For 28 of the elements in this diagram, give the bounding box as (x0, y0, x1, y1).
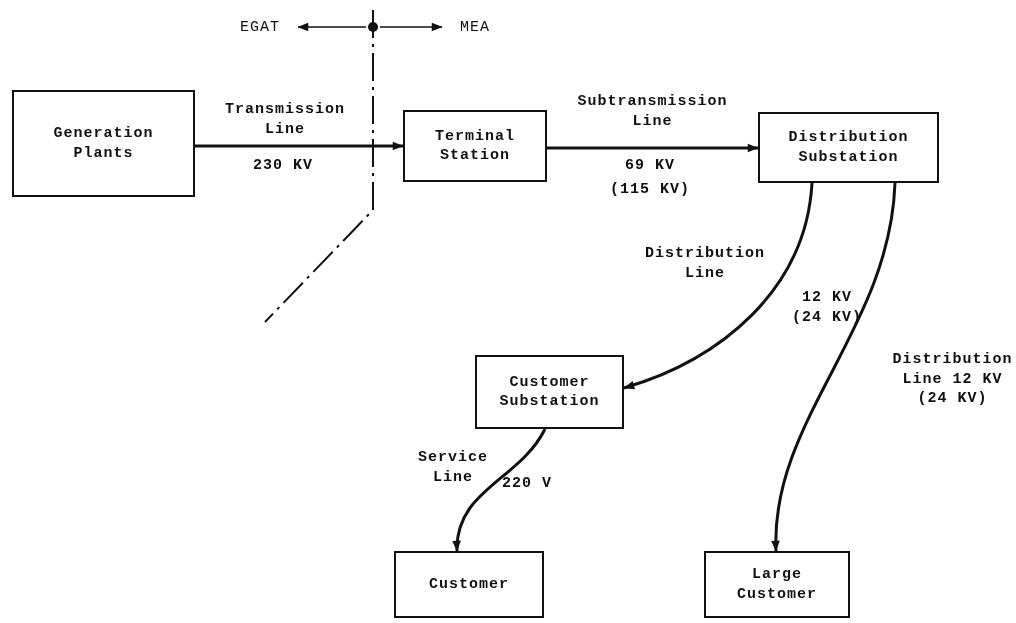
arrow (453, 428, 547, 552)
arrow (547, 143, 759, 153)
edge-label: Transmission Line (224, 100, 346, 139)
process-box (403, 110, 547, 182)
process-box (475, 355, 624, 429)
process-box (394, 551, 544, 618)
box-label: Customer (428, 574, 510, 595)
box-label: Customer Substation (499, 372, 600, 412)
box-label: Large Customer (736, 565, 818, 604)
box-label: Terminal Station (434, 126, 516, 166)
voltage-label: 230 KV (252, 156, 314, 176)
voltage-label: (115 KV) (609, 180, 691, 200)
arrow (771, 182, 897, 552)
voltage-label: 220 V (501, 474, 553, 494)
process-box (758, 112, 939, 183)
arrow (623, 182, 814, 390)
edge-label: Distribution Line (644, 244, 766, 283)
voltage-label: 69 KV (624, 156, 676, 176)
direction-label: EGAT (239, 18, 281, 38)
edge-label: Subtransmission Line (576, 92, 729, 131)
arrow (195, 141, 404, 151)
box-label: Distribution Substation (787, 128, 910, 167)
process-box (12, 90, 195, 197)
box-label: Generation Plants (52, 124, 155, 163)
process-box (704, 551, 850, 618)
edge-label: Distribution Line 12 KV (24 KV) (891, 350, 1014, 409)
edge-label: Service Line (417, 448, 489, 487)
direction-label: MEA (459, 18, 491, 38)
